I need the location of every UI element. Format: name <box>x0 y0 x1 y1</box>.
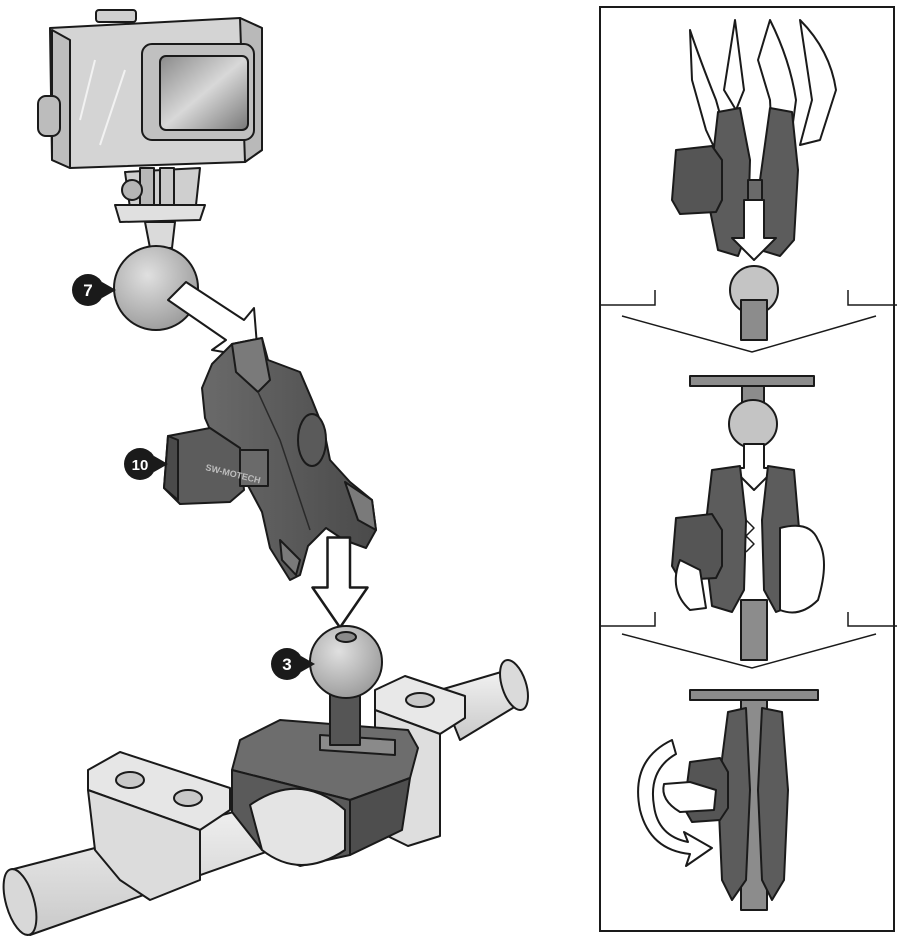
action-camera <box>38 10 262 168</box>
callout-10: 10 <box>124 448 168 480</box>
callout-3: 3 <box>271 648 315 680</box>
svg-text:3: 3 <box>282 655 291 674</box>
svg-text:7: 7 <box>83 281 92 300</box>
callout-7: 7 <box>72 274 116 306</box>
insert-arrow-lower <box>313 538 368 628</box>
main-assembly: SW-MOTECH <box>0 10 533 939</box>
svg-text:10: 10 <box>132 457 149 474</box>
step-panel <box>600 7 897 931</box>
clamp-ball <box>310 626 382 698</box>
